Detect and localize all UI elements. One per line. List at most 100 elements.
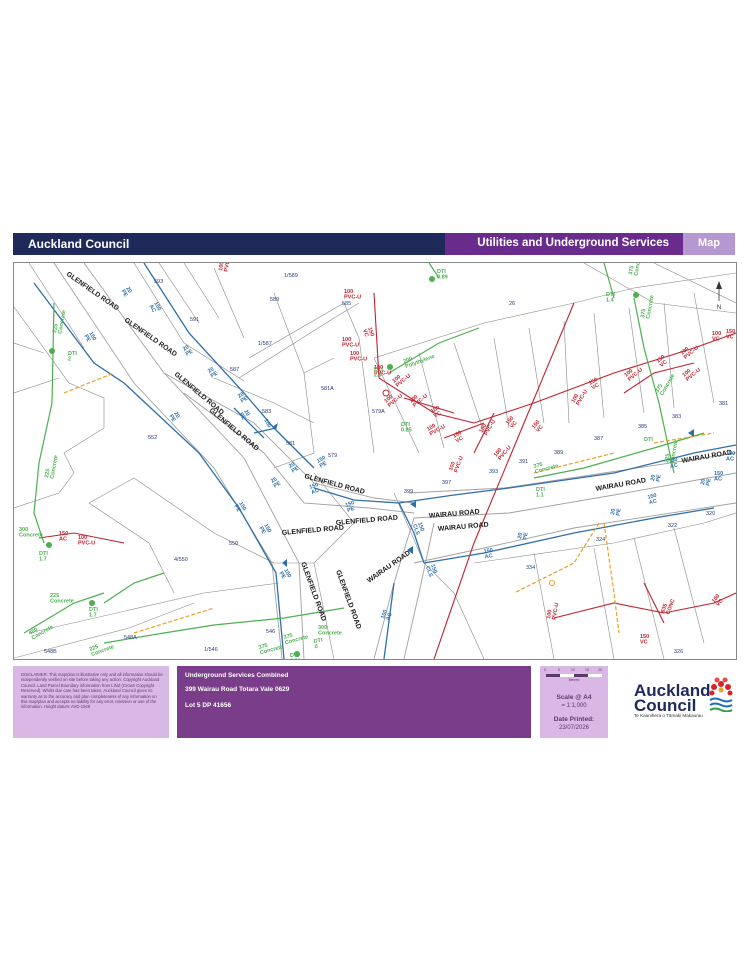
stormwater-pipe-label: 375Concrete [258,639,284,656]
property-info-panel: Underground Services Combined 399 Wairau… [177,666,531,738]
water-pipe-label: 150AC [148,301,163,315]
parcel-label: 552 [148,435,157,441]
water-pipe-label: 20PE [610,507,623,517]
parcel-label: 579 [328,453,337,459]
logo-line1: Auckland [634,681,711,700]
wastewater-pipe-label: 100PVC-U [493,441,513,462]
parcel-label: 381 [719,401,728,407]
parcel-label: 322 [668,523,677,529]
wastewater-pipe-label: 100PVC-U [546,601,560,620]
scale-tick-0: 0 [544,668,546,672]
parcel-label: 387 [594,436,603,442]
wastewater-pipe-label: 150VC [588,377,602,392]
scale-tick-1: 5 [558,668,560,672]
parcel-label: 391 [519,459,528,465]
date-label: Date Printed: [553,716,595,723]
date-value: 23/07/2026 [558,725,590,731]
parcel-label: 548A [124,635,137,641]
wastewater-pipe-label: 100PVC-U [218,263,232,272]
parcel-boundaries [14,263,736,659]
wastewater-pipe-label: 150VC [361,327,375,340]
scale-tick-2: 10 [571,668,575,672]
water-pipe-label: 150PE [345,500,358,514]
scale-unit: Metres [568,678,580,682]
stormwater-pipe-label: 375Concrete [628,263,643,276]
wastewater-pipe-label: 100PVC-U [679,341,700,361]
water-pipe-label: 25PE [270,476,282,490]
property-address: 399 Wairau Road Totara Vale 0629 [185,686,290,693]
parcel-label: 579A [372,409,385,415]
water-pipe-label: 150PE [83,331,98,345]
wastewater-pipe-label: 100VC [711,593,726,607]
water-pipe-label: 20PE [238,409,252,421]
wastewater-pipe-label: 635CONC [660,596,676,615]
parcel-label: 1/587 [258,341,272,347]
parcel-label: 548B [44,649,57,655]
wastewater-pipe-label: 100PVC-U [448,454,465,474]
road-label: WAIRAU ROAD [366,550,412,585]
stormwater-lines [23,263,705,644]
water-pipe-label: 150PE [233,501,248,515]
scale-tick-4: 20 [598,668,602,672]
water-pipe-label: 20PE [237,391,249,405]
water-pipe-label: 150AC [309,482,322,496]
disclaimer-panel: DISCLAIMER: This map/plan is illustrativ… [13,666,169,738]
water-pipe-label: 150PE [278,568,293,582]
wastewater-pipe-label: 100PVC-U [479,416,498,437]
stormwater-pipe-label: 375Concrete [283,629,309,646]
parcel-label: 393 [489,469,498,475]
water-pipe-label: 20PE [288,461,300,475]
parcel-label: 589 [270,297,279,303]
wastewater-pipe-label: 150VC [430,405,444,420]
service-fittings [46,276,694,657]
water-pipe-label: 20PE [182,344,194,358]
stormwater-pipe-label: 225Concrete [664,439,679,464]
parcel-label: 1/589 [284,273,298,279]
header-subtitle-block: Utilities and Underground Services [445,233,683,255]
road-label: WAIRAU ROAD [681,449,732,465]
logo-tagline: Te Kaunihera o Tāmaki Makaurau [634,713,703,718]
water-pipe-label: 100AC [380,609,394,622]
wastewater-pipe-label: 100PVC-U [391,369,412,389]
water-pipe-label: 20PE [168,411,182,423]
north-label: N [717,305,721,311]
water-pipe-label: 150PE [316,455,330,470]
water-pipe-label: 150CLS [411,522,426,537]
map-header: Auckland Council Utilities and Undergrou… [13,233,735,255]
parcel-label: 326 [674,649,683,655]
water-lines [33,263,736,659]
stormwater-pipe-label: 375Concrete [655,370,677,396]
wastewater-pipe-label: 150VC [655,354,669,369]
header-map-tab: Map [683,233,735,255]
parcel-label: 550 [229,541,238,547]
stormwater-pipe-label: 375Concrete [533,458,559,475]
scale-value: = 1:1,000 [561,703,587,709]
water-pipe-label: 20PE [650,473,663,483]
wastewater-pipe-label: 150VC [505,415,520,429]
disclaimer-text: DISCLAIMER: This map/plan is illustrativ… [21,672,163,710]
wastewater-pipe-label: 150VC [452,430,466,445]
parcel-label: 1/546 [204,647,218,653]
parcel-label: 385 [638,424,647,430]
north-arrow-icon: N [716,281,722,311]
water-pipe-label: 150 [262,418,272,429]
